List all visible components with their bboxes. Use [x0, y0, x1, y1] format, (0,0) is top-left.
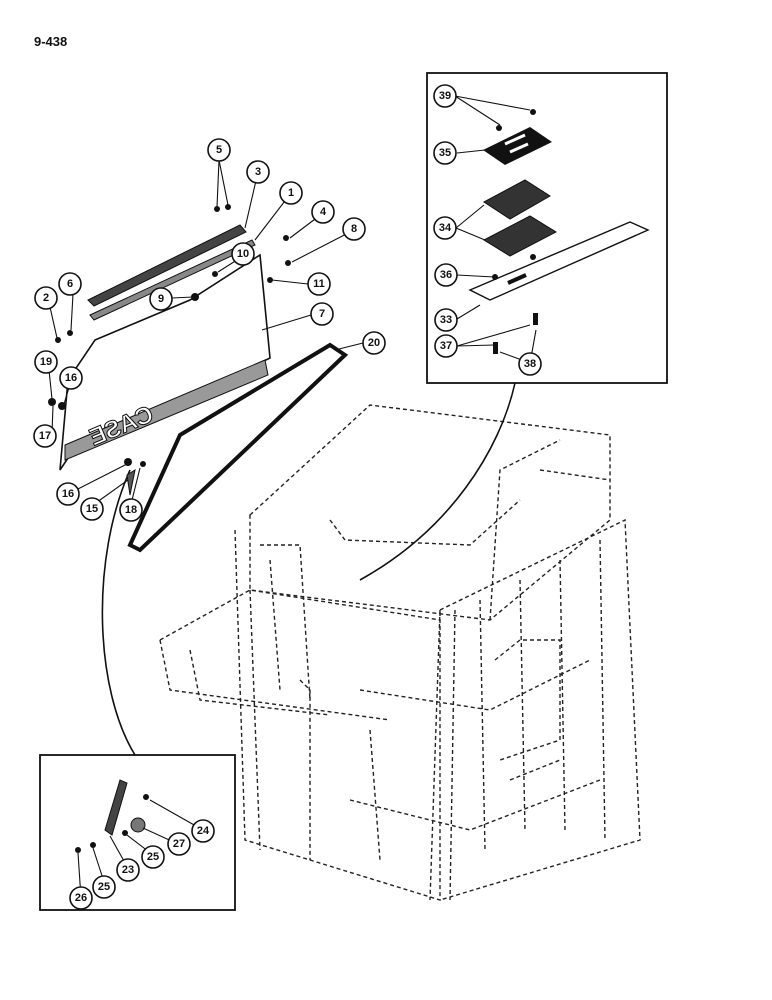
svg-text:34: 34 [439, 222, 452, 234]
part-23-latch-arm [104, 779, 128, 836]
svg-text:39: 39 [439, 90, 451, 102]
part-15-latch [126, 468, 136, 496]
callout-27: 27 [167, 832, 191, 856]
svg-text:36: 36 [440, 269, 452, 281]
svg-text:25: 25 [98, 881, 110, 893]
part-27-knob [130, 817, 146, 833]
callout-19: 19 [34, 350, 58, 374]
panel-stripe [64, 359, 269, 461]
svg-text:8: 8 [351, 223, 357, 235]
callout-34: 34 [433, 216, 457, 240]
callout-1: 1 [279, 181, 303, 205]
callout-16-lower: 16 [56, 482, 80, 506]
callout-6: 6 [58, 272, 82, 296]
callout-39: 39 [433, 84, 457, 108]
callout-25-right: 25 [141, 845, 165, 869]
callout-4: 4 [311, 200, 335, 224]
part-35-pad [483, 127, 552, 165]
part-34-mat-lower [482, 215, 558, 257]
svg-text:17: 17 [39, 430, 51, 442]
callout-17: 17 [33, 424, 57, 448]
callout-36: 36 [434, 263, 458, 287]
svg-text:25: 25 [147, 851, 159, 863]
svg-text:6: 6 [67, 278, 73, 290]
callout-33: 33 [434, 308, 458, 332]
svg-text:33: 33 [440, 314, 452, 326]
svg-text:19: 19 [40, 356, 52, 368]
inset-leader-top [359, 382, 516, 581]
svg-text:15: 15 [86, 503, 98, 515]
svg-text:11: 11 [313, 278, 325, 290]
svg-text:10: 10 [237, 248, 249, 260]
svg-text:5: 5 [216, 144, 222, 156]
svg-text:4: 4 [320, 206, 327, 218]
svg-text:16: 16 [62, 488, 74, 500]
leader-lines [48, 95, 537, 899]
part-20-gasket [127, 342, 349, 553]
svg-text:24: 24 [197, 825, 210, 837]
svg-text:16: 16 [65, 372, 77, 384]
callout-15: 15 [80, 497, 104, 521]
callout-9: 9 [149, 287, 173, 311]
svg-text:2: 2 [43, 292, 49, 304]
svg-text:35: 35 [439, 147, 451, 159]
callout-5: 5 [207, 138, 231, 162]
svg-text:23: 23 [122, 864, 134, 876]
callout-23: 23 [116, 858, 140, 882]
svg-text:20: 20 [368, 337, 380, 349]
svg-text:18: 18 [125, 504, 137, 516]
svg-text:27: 27 [173, 838, 185, 850]
svg-text:9: 9 [158, 293, 164, 305]
svg-text:7: 7 [319, 308, 325, 320]
svg-text:1: 1 [288, 187, 294, 199]
svg-text:26: 26 [75, 892, 87, 904]
callout-8: 8 [342, 217, 366, 241]
callout-37: 37 [434, 334, 458, 358]
page-reference: 9-438 [34, 34, 68, 49]
part-3-strip [89, 239, 256, 321]
svg-text:37: 37 [440, 340, 452, 352]
callout-16-right: 16 [59, 366, 83, 390]
callout-20: 20 [362, 331, 386, 355]
svg-text:3: 3 [255, 166, 261, 178]
part-1-strip [87, 224, 247, 307]
callout-38: 38 [518, 352, 542, 376]
hardware-dots [48, 204, 291, 467]
callout-7: 7 [310, 302, 334, 326]
inset-leader-bottom [101, 469, 136, 756]
cab-frame [159, 404, 641, 901]
callout-24: 24 [191, 819, 215, 843]
callout-10: 10 [231, 242, 255, 266]
callout-35: 35 [433, 141, 457, 165]
callout-18: 18 [119, 498, 143, 522]
callout-25-left: 25 [92, 875, 116, 899]
part-34-mat-upper [483, 179, 551, 220]
callout-2: 2 [34, 286, 58, 310]
callout-26: 26 [69, 886, 93, 910]
callout-3: 3 [246, 160, 270, 184]
svg-text:38: 38 [524, 358, 536, 370]
callout-11: 11 [307, 272, 331, 296]
